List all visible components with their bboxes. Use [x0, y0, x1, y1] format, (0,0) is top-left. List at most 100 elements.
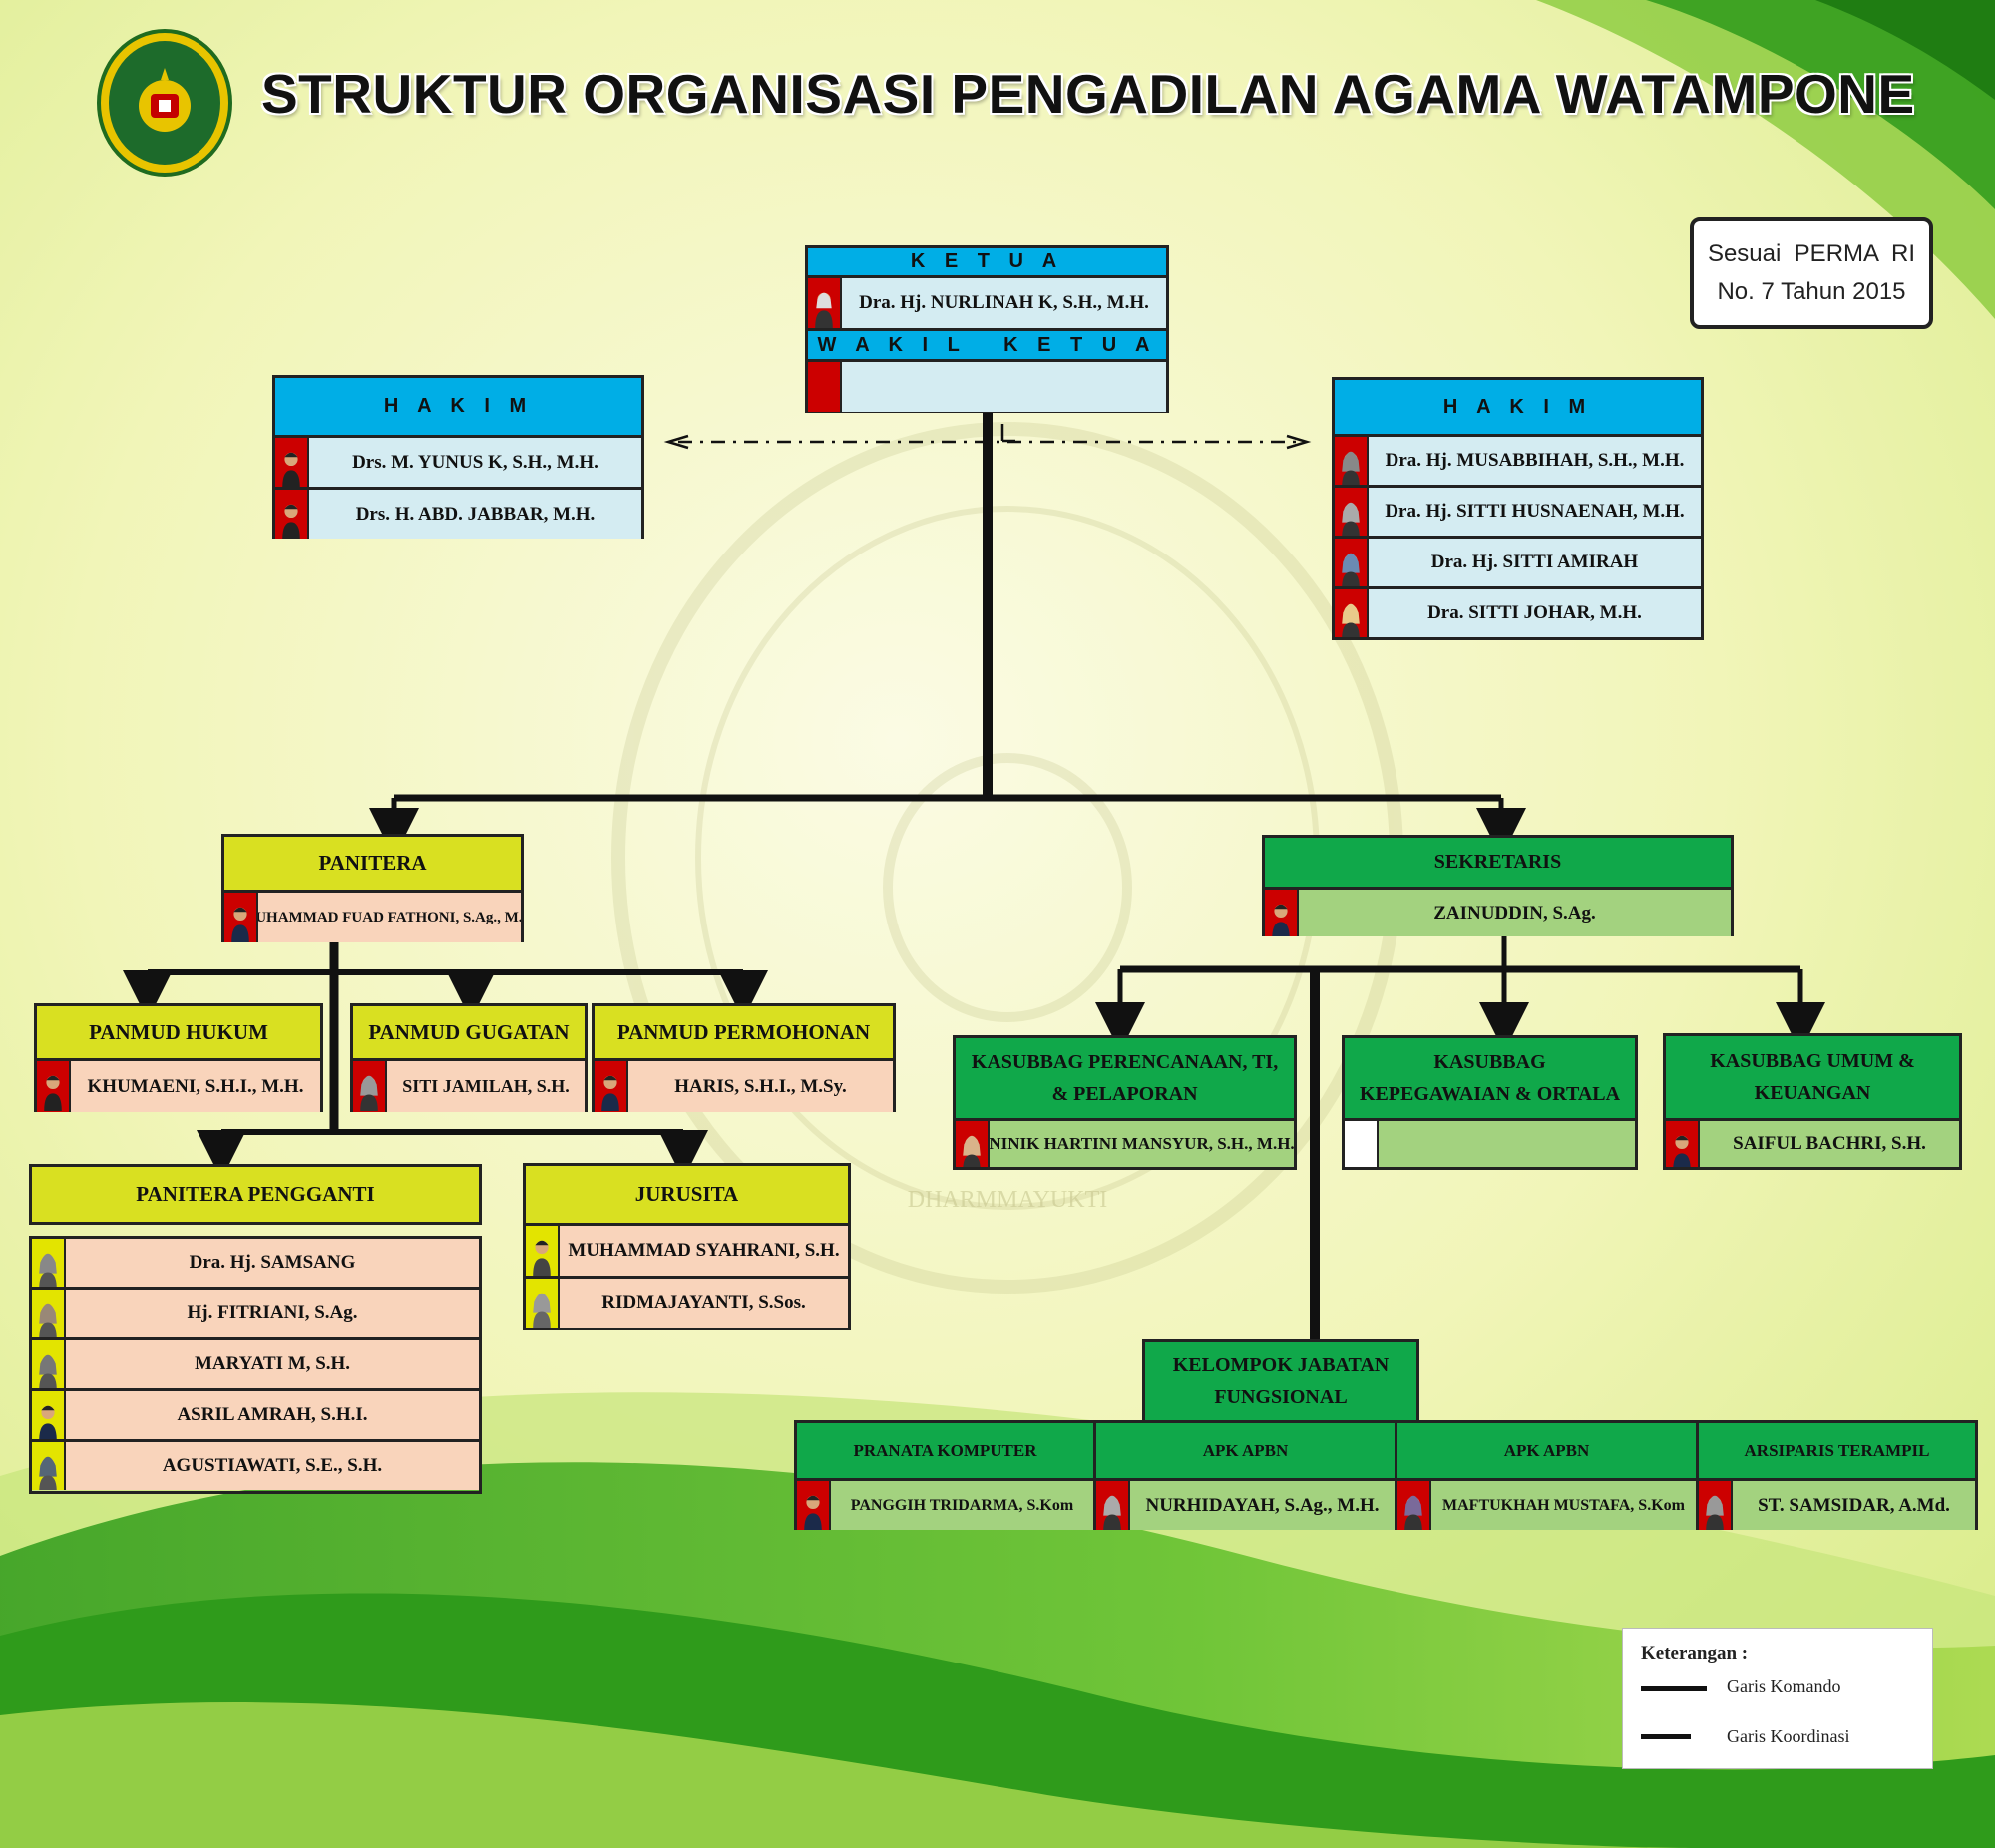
kasubbag-umum-box: KASUBBAG UMUM & KEUANGAN SAIFUL BACHRI, … — [1663, 1033, 1962, 1170]
hakim-left-photo — [275, 438, 309, 487]
panitera-pengganti-photo — [32, 1391, 66, 1439]
panitera-pengganti-photo — [32, 1442, 66, 1490]
panitera-pengganti-photo — [32, 1340, 66, 1388]
person-icon — [1272, 904, 1290, 936]
fungsional-item-name: PANGGIH TRIDARMA, S.Kom — [831, 1481, 1093, 1530]
jurusita-box: JURUSITA MUHAMMAD SYAHRANI, S.H. RIDMAJA… — [523, 1163, 851, 1330]
panmud-gugatan-box: PANMUD GUGATAN SITI JAMILAH, S.H. — [350, 1003, 588, 1112]
person-icon — [39, 1253, 57, 1287]
hakim-right-photo — [1335, 437, 1369, 485]
person-icon — [804, 1495, 822, 1530]
hakim-right-row: Dra. Hj. MUSABBIHAH, S.H., M.H. — [1335, 434, 1701, 485]
panmud-hukum-name: KHUMAENI, S.H.I., M.H. — [71, 1061, 320, 1112]
person-icon — [963, 1135, 981, 1167]
panitera-pengganti-name: Hj. FITRIANI, S.Ag. — [66, 1290, 479, 1337]
kasubbag-perencanaan-row: NINIK HARTINI MANSYUR, S.H., M.H. — [956, 1118, 1294, 1167]
fungsional-item-header: ARSIPARIS TERAMPIL — [1699, 1423, 1975, 1478]
fungsional-header-box: KELOMPOK JABATAN FUNGSIONAL — [1142, 1339, 1419, 1423]
panmud-gugatan-photo — [353, 1061, 387, 1112]
panitera-pengganti-name: Dra. Hj. SAMSANG — [66, 1239, 479, 1287]
person-icon — [1342, 603, 1360, 637]
kasubbag-umum-name: SAIFUL BACHRI, S.H. — [1700, 1121, 1959, 1167]
person-icon — [39, 1456, 57, 1490]
hakim-right-row: Dra. Hj. SITTI HUSNAENAH, M.H. — [1335, 485, 1701, 536]
person-icon — [1404, 1495, 1422, 1530]
kasubbag-perencanaan-label-2: & PELAPORAN — [1051, 1083, 1198, 1105]
kasubbag-kepegawaian-photo — [1345, 1121, 1379, 1167]
panitera-name: MUHAMMAD FUAD FATHONI, S.Ag., M.H. — [258, 893, 521, 942]
fungsional-label-2: FUNGSIONAL — [1214, 1386, 1348, 1408]
kasubbag-perencanaan-header: KASUBBAG PERENCANAAN, TI, & PELAPORAN — [956, 1038, 1294, 1118]
sekretaris-box: SEKRETARIS ZAINUDDIN, S.Ag. — [1262, 835, 1734, 936]
legend-komando-label: Garis Komando — [1727, 1676, 1841, 1696]
wakil-ketua-row — [808, 359, 1166, 412]
hakim-right-name: Dra. Hj. SITTI HUSNAENAH, M.H. — [1369, 488, 1701, 536]
hakim-right-row: Dra. Hj. SITTI AMIRAH — [1335, 536, 1701, 586]
panitera-pengganti-row: MARYATI M, S.H. — [32, 1337, 479, 1388]
person-icon — [39, 1405, 57, 1439]
hakim-right-photo — [1335, 539, 1369, 586]
kasubbag-kepegawaian-row — [1345, 1118, 1635, 1167]
panitera-pengganti-row: Dra. Hj. SAMSANG — [32, 1236, 479, 1287]
hakim-left-header: H A K I M — [275, 378, 641, 435]
person-icon — [1706, 1495, 1724, 1530]
sekretaris-header: SEKRETARIS — [1265, 838, 1731, 887]
panitera-pengganti-list: Dra. Hj. SAMSANG Hj. FITRIANI, S.Ag. MAR… — [29, 1236, 482, 1494]
fungsional-item: PRANATA KOMPUTER PANGGIH TRIDARMA, S.Kom — [797, 1423, 1096, 1530]
hakim-right-header: H A K I M — [1335, 380, 1701, 434]
jurusita-name: MUHAMMAD SYAHRANI, S.H. — [560, 1226, 848, 1276]
perma-note: Sesuai PERMA RI No. 7 Tahun 2015 — [1690, 217, 1933, 329]
panmud-hukum-box: PANMUD HUKUM KHUMAENI, S.H.I., M.H. — [34, 1003, 323, 1112]
ketua-name: Dra. Hj. NURLINAH K, S.H., M.H. — [842, 278, 1166, 328]
jurusita-photo — [526, 1279, 560, 1328]
panmud-gugatan-name: SITI JAMILAH, S.H. — [387, 1061, 585, 1112]
kasubbag-umum-row: SAIFUL BACHRI, S.H. — [1666, 1118, 1959, 1167]
page-title: STRUKTUR ORGANISASI PENGADILAN AGAMA WAT… — [261, 63, 1915, 125]
hakim-left-row: Drs. M. YUNUS K, S.H., M.H. — [275, 435, 641, 487]
jurusita-header: JURUSITA — [526, 1166, 848, 1223]
panmud-permohonan-header: PANMUD PERMOHONAN — [595, 1006, 893, 1058]
panitera-pengganti-row: ASRIL AMRAH, S.H.I. — [32, 1388, 479, 1439]
legend-koordinasi-line — [1641, 1734, 1691, 1739]
kasubbag-umum-label-2: KEUANGAN — [1754, 1082, 1871, 1104]
perma-line-1: Sesuai PERMA RI — [1707, 240, 1916, 267]
wakil-ketua-header: W A K I L K E T U A — [808, 328, 1166, 359]
panitera-row: MUHAMMAD FUAD FATHONI, S.Ag., M.H. — [224, 890, 521, 942]
hakim-right-photo — [1335, 589, 1369, 637]
panitera-pengganti-row: AGUSTIAWATI, S.E., S.H. — [32, 1439, 479, 1490]
fungsional-item: ARSIPARIS TERAMPIL ST. SAMSIDAR, A.Md. — [1699, 1423, 1975, 1530]
fungsional-item-header: APK APBN — [1397, 1423, 1696, 1478]
person-icon — [360, 1075, 378, 1111]
ketua-header: K E T U A — [808, 248, 1166, 275]
fungsional-item-photo — [797, 1481, 831, 1530]
person-icon — [1673, 1135, 1691, 1167]
kasubbag-kepegawaian-label-2: KEPEGAWAIAN & ORTALA — [1359, 1083, 1621, 1105]
wakil-ketua-photo — [808, 362, 842, 412]
person-icon — [44, 1075, 62, 1111]
panmud-hukum-header: PANMUD HUKUM — [37, 1006, 320, 1058]
person-icon — [533, 1240, 551, 1276]
person-icon — [39, 1303, 57, 1337]
person-icon — [601, 1075, 619, 1111]
kasubbag-kepegawaian-name — [1379, 1121, 1635, 1167]
panitera-pengganti-name: ASRIL AMRAH, S.H.I. — [66, 1391, 479, 1439]
panmud-gugatan-header: PANMUD GUGATAN — [353, 1006, 585, 1058]
perma-line-2: No. 7 Tahun 2015 — [1717, 278, 1906, 305]
kasubbag-perencanaan-box: KASUBBAG PERENCANAAN, TI, & PELAPORAN NI… — [953, 1035, 1297, 1170]
court-logo — [97, 29, 232, 177]
fungsional-item-header: PRANATA KOMPUTER — [797, 1423, 1093, 1478]
hakim-right-name: Dra. Hj. MUSABBIHAH, S.H., M.H. — [1369, 437, 1701, 485]
panmud-permohonan-box: PANMUD PERMOHONAN HARIS, S.H.I., M.Sy. — [592, 1003, 896, 1112]
panmud-hukum-row: KHUMAENI, S.H.I., M.H. — [37, 1058, 320, 1112]
panmud-permohonan-name: HARIS, S.H.I., M.Sy. — [628, 1061, 893, 1112]
kasubbag-kepegawaian-box: KASUBBAG KEPEGAWAIAN & ORTALA — [1342, 1035, 1638, 1170]
person-icon — [1342, 502, 1360, 536]
fungsional-item: APK APBN NURHIDAYAH, S.Ag., M.H. — [1096, 1423, 1397, 1530]
panitera-photo — [224, 893, 258, 942]
panmud-hukum-photo — [37, 1061, 71, 1112]
fungsional-label-1: KELOMPOK JABATAN — [1172, 1354, 1390, 1376]
legend: Keterangan : Garis Komando Garis Koordin… — [1622, 1628, 1933, 1769]
fungsional-item-row: MAFTUKHAH MUSTAFA, S.Kom — [1397, 1478, 1696, 1530]
legend-komando-line — [1641, 1686, 1707, 1691]
fungsional-header: KELOMPOK JABATAN FUNGSIONAL — [1145, 1342, 1416, 1420]
